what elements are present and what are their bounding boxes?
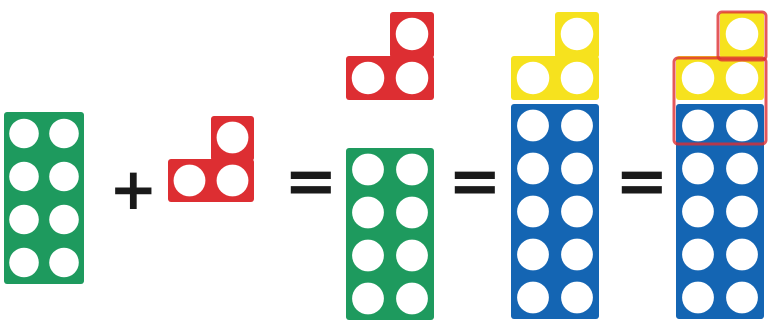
stack-blue-ten-hole bbox=[517, 110, 549, 142]
stack-blue-ten-hole bbox=[561, 110, 593, 142]
stack-red-three-hole bbox=[396, 18, 429, 51]
stack-yellow-three-hole bbox=[561, 18, 594, 51]
overlay-yellow-three-hole bbox=[726, 18, 759, 51]
stack-blue-ten-hole bbox=[561, 196, 593, 228]
red-three-rod-hole bbox=[217, 165, 249, 197]
stack-yellow-three-hole bbox=[517, 62, 550, 95]
overlay-blue-ten-hole bbox=[726, 153, 758, 185]
overlay-yellow-three-hole bbox=[726, 62, 759, 95]
overlay-blue-ten-hole bbox=[682, 153, 714, 185]
stack-blue-ten-hole bbox=[561, 239, 593, 271]
stack-green-eight-hole bbox=[396, 240, 428, 272]
overlay-blue-ten bbox=[676, 104, 764, 319]
overlay-blue-ten-hole bbox=[726, 282, 758, 314]
green-eight-rod-hole bbox=[49, 248, 79, 278]
stack-yellow-three-hole bbox=[561, 62, 594, 95]
stack-yellow-three bbox=[511, 12, 599, 100]
green-eight-rod-hole bbox=[9, 205, 39, 235]
red-three-rod-hole bbox=[174, 165, 206, 197]
green-eight-rod-hole bbox=[49, 205, 79, 235]
stack-blue-ten-hole bbox=[517, 153, 549, 185]
overlay-blue-ten-hole bbox=[726, 239, 758, 271]
stack-blue-ten-hole bbox=[517, 282, 549, 314]
stack-red-three-hole bbox=[396, 62, 429, 95]
overlay-yellow-three bbox=[676, 12, 764, 100]
stack-green-eight-hole bbox=[396, 283, 428, 315]
stack-green-eight-hole bbox=[396, 154, 428, 186]
overlay-blue-ten-hole bbox=[726, 110, 758, 142]
stack-red-three bbox=[346, 12, 434, 100]
overlay-yellow-three-hole bbox=[682, 62, 715, 95]
green-eight-rod-hole bbox=[9, 119, 39, 149]
red-three-rod bbox=[168, 116, 254, 202]
stack-blue-ten-hole bbox=[561, 282, 593, 314]
green-eight-rod bbox=[4, 112, 84, 284]
red-three-rod-hole bbox=[217, 122, 249, 154]
green-eight-rod-hole bbox=[49, 119, 79, 149]
overlay-blue-ten-hole bbox=[682, 110, 714, 142]
stack-blue-ten-hole bbox=[517, 196, 549, 228]
equals-sign-2: = bbox=[448, 150, 502, 214]
stack-red-three-hole bbox=[352, 62, 385, 95]
green-eight-rod-hole bbox=[9, 162, 39, 192]
stack-green-eight bbox=[346, 148, 434, 320]
green-eight-rod-hole bbox=[9, 248, 39, 278]
green-eight-rod-hole bbox=[49, 162, 79, 192]
plus-sign: + bbox=[109, 160, 158, 218]
stack-green-eight-hole bbox=[352, 154, 384, 186]
stack-blue-ten-hole bbox=[561, 153, 593, 185]
overlay-blue-ten-hole bbox=[682, 239, 714, 271]
stack-green-eight-hole bbox=[352, 283, 384, 315]
overlay-blue-ten-hole bbox=[682, 196, 714, 228]
equals-sign-3: = bbox=[615, 150, 669, 214]
equals-sign-1: = bbox=[284, 150, 338, 214]
stack-green-eight-hole bbox=[352, 197, 384, 229]
stack-blue-ten-hole bbox=[517, 239, 549, 271]
stack-green-eight-hole bbox=[352, 240, 384, 272]
overlay-blue-ten-hole bbox=[726, 196, 758, 228]
overlay-blue-ten-hole bbox=[682, 282, 714, 314]
stack-blue-ten bbox=[511, 104, 599, 319]
stack-green-eight-hole bbox=[396, 197, 428, 229]
